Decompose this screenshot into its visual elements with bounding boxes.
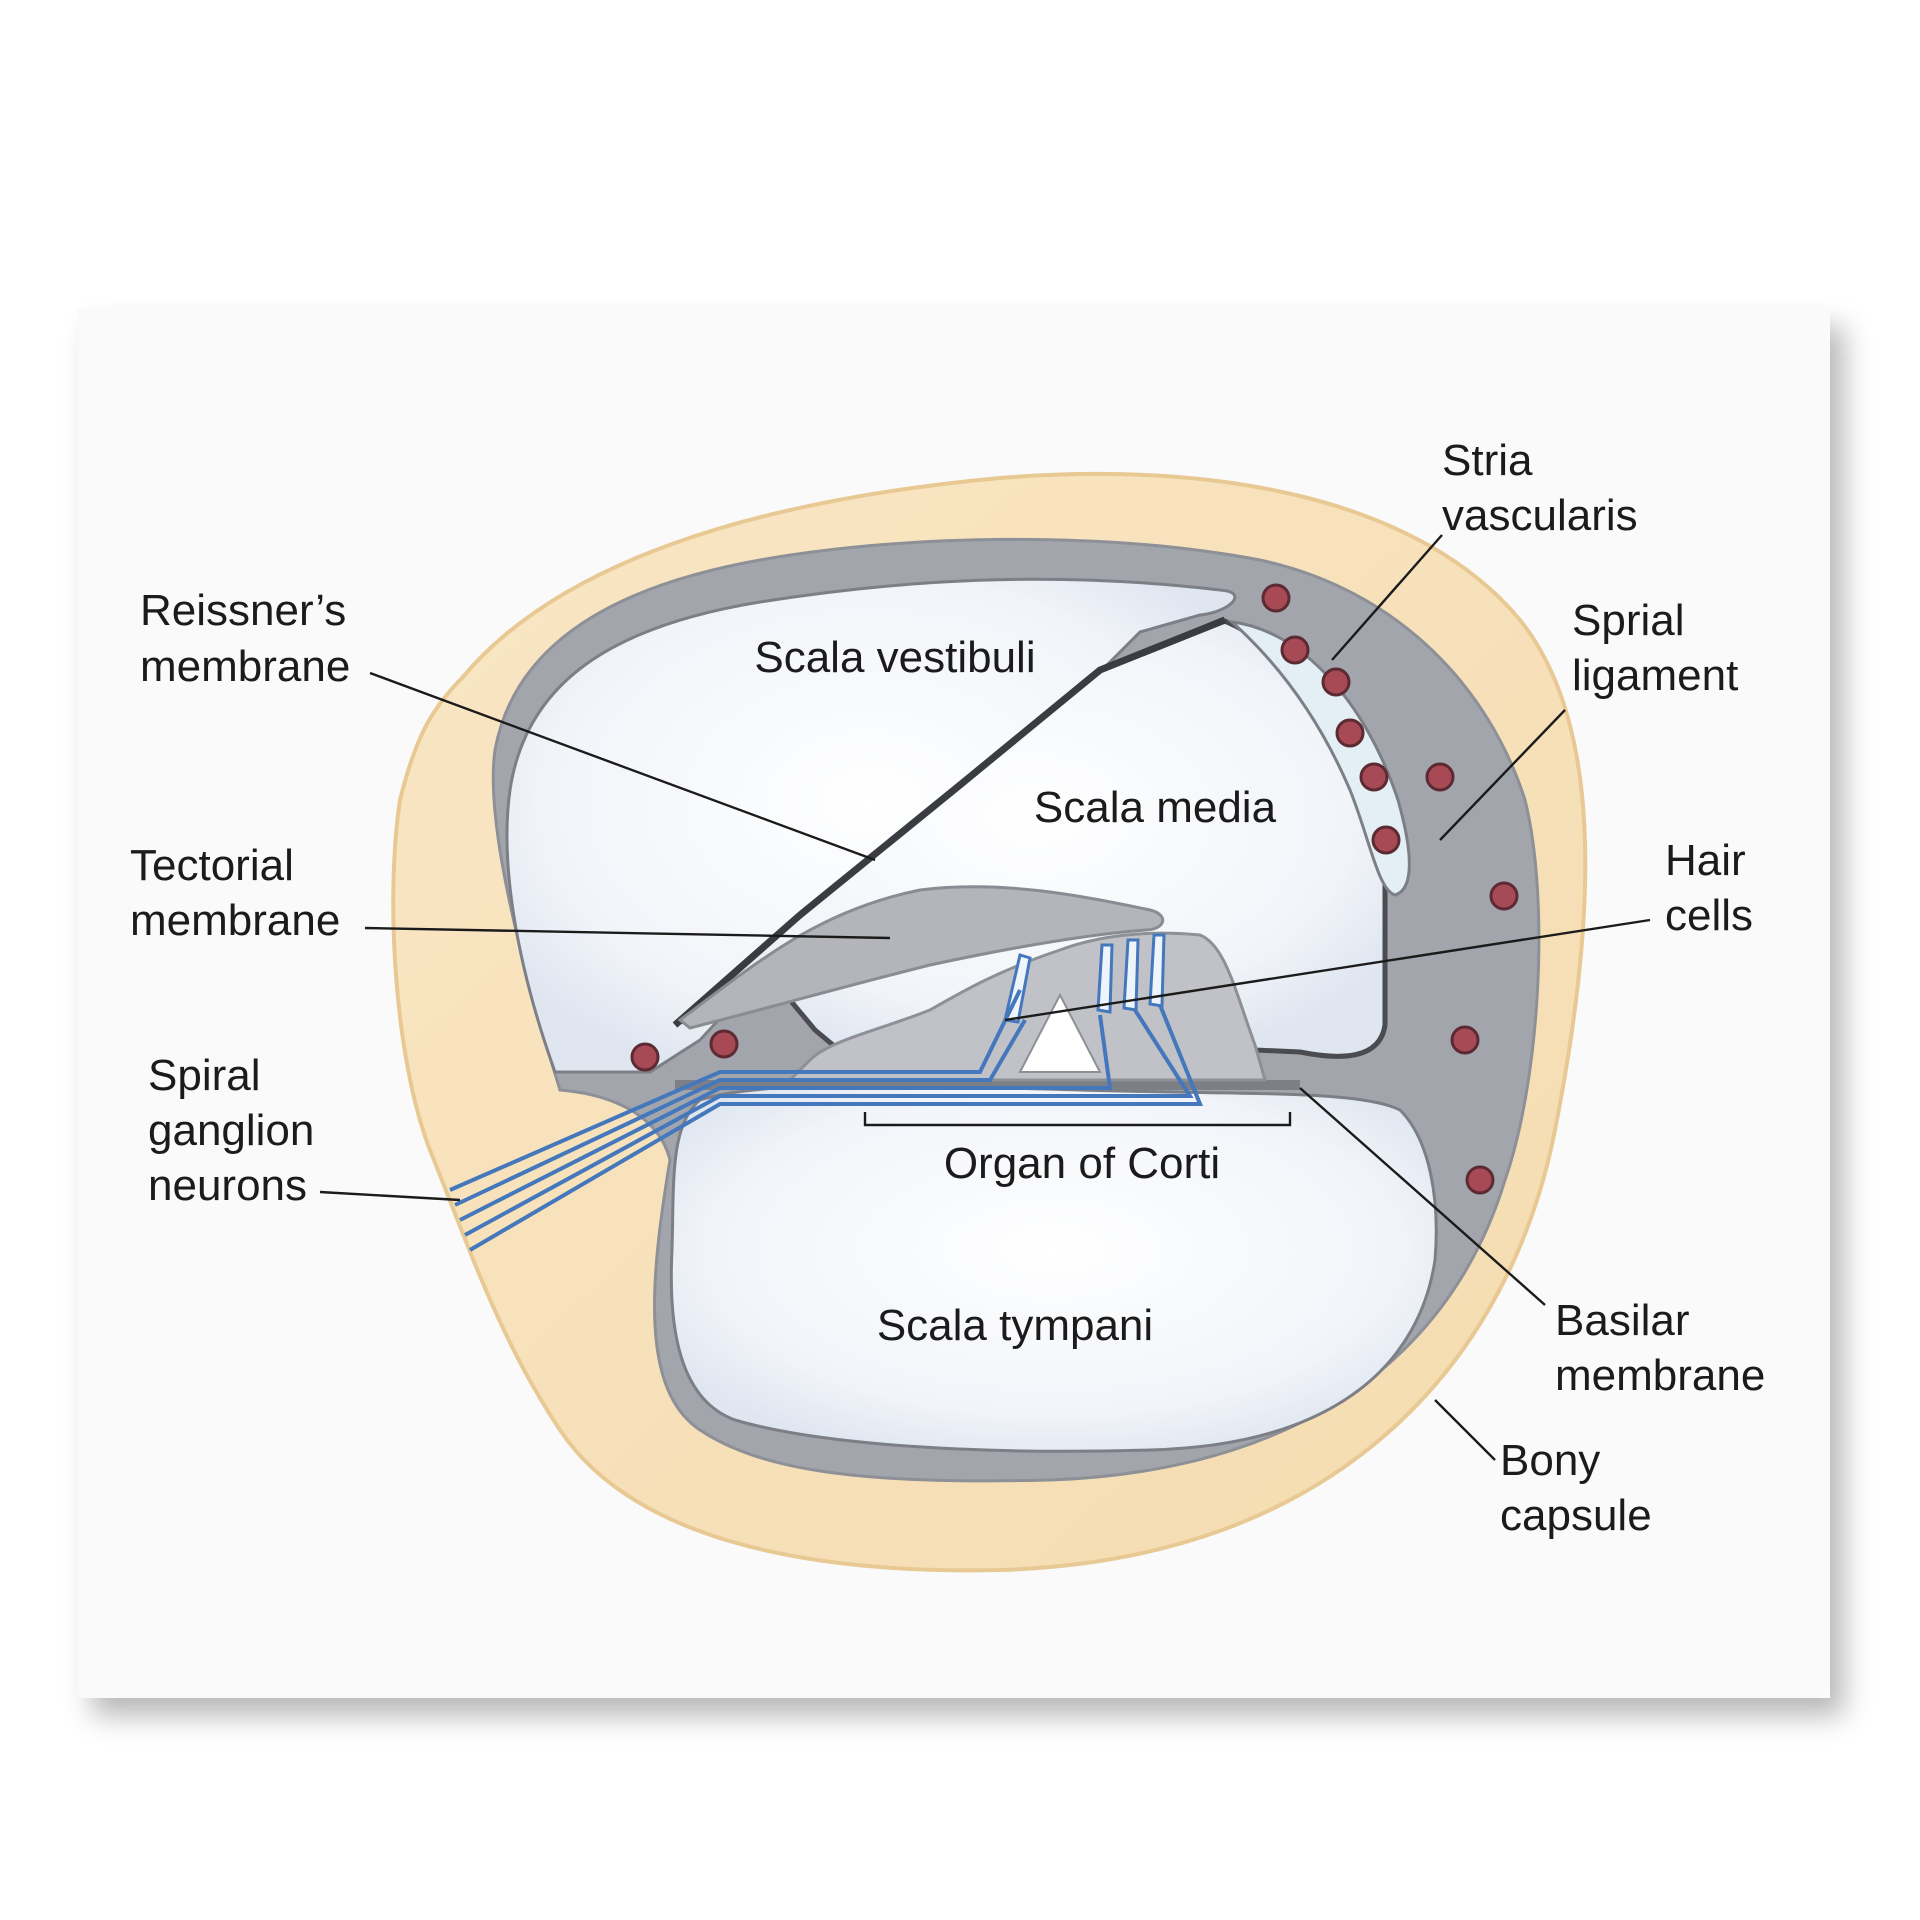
leader-basilar-membrane bbox=[1299, 1087, 1546, 1306]
label-hair-cells: Hair cells bbox=[1665, 836, 1758, 940]
leader-hair-cells bbox=[1004, 918, 1651, 1022]
label-reissners-membrane: Reissner’s membrane bbox=[140, 586, 358, 691]
region-scala-tympani: Scala tympani bbox=[877, 1301, 1153, 1350]
reissners-membrane-shape bbox=[672, 616, 1227, 1028]
label-spiral-ganglion-neurons: Spiral ganglion neurons bbox=[148, 1051, 327, 1210]
organ-of-corti-shape bbox=[786, 931, 1267, 1082]
leader-reissners-membrane bbox=[369, 671, 876, 862]
organ-of-corti-bracket bbox=[863, 1112, 1292, 1127]
region-scala-media: Scala media bbox=[1034, 783, 1277, 832]
label-spiral-ligament: Sprial ligament bbox=[1572, 596, 1738, 700]
label-stria-vascularis: Stria vascularis bbox=[1442, 436, 1638, 540]
scala-vestibuli-cavity bbox=[505, 577, 1237, 1074]
leader-spiral-ganglion-neurons bbox=[319, 1190, 461, 1202]
label-tectorial-membrane: Tectorial membrane bbox=[130, 841, 340, 945]
blood-cells bbox=[630, 583, 1519, 1195]
leader-tectorial-membrane bbox=[364, 926, 891, 940]
label-basilar-membrane: Basilar membrane bbox=[1555, 1296, 1765, 1400]
region-organ-of-corti: Organ of Corti bbox=[944, 1139, 1220, 1188]
leader-bony-capsule bbox=[1434, 1399, 1496, 1461]
region-scala-vestibuli: Scala vestibuli bbox=[754, 633, 1035, 682]
scala-tympani-cavity bbox=[669, 1084, 1438, 1453]
leader-spiral-ligament bbox=[1439, 709, 1566, 841]
tunnel-of-corti bbox=[1018, 992, 1102, 1073]
spiral-ganglion-nerve-fibers bbox=[449, 989, 1203, 1252]
label-bony-capsule: Bony capsule bbox=[1500, 1436, 1652, 1540]
leader-stria-vascularis bbox=[1331, 534, 1443, 661]
tectorial-membrane-shape bbox=[677, 885, 1164, 1030]
